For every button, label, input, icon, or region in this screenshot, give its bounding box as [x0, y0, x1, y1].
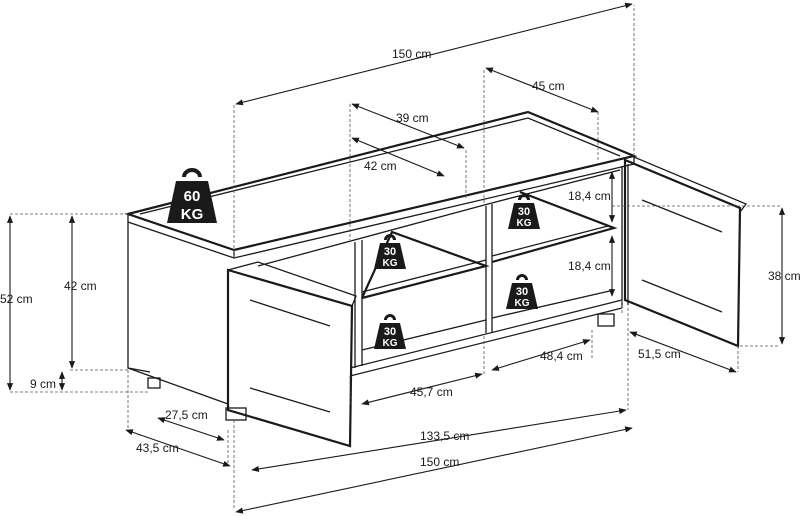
right-side-panel: [621, 164, 629, 308]
weight-value: 30: [516, 286, 528, 298]
label-side-depth: 43,5 cm: [136, 441, 179, 455]
weight-icon-30kg-shelf-left: 30 KG: [374, 234, 406, 269]
label-foot-offset: 27,5 cm: [165, 408, 208, 422]
weight-icon-30kg-bottom-right: 30 KG: [506, 274, 538, 309]
weight-icon-60kg: 60 KG: [167, 168, 217, 223]
weight-value: 30: [384, 246, 396, 258]
weight-unit: KG: [383, 258, 398, 269]
weight-unit: KG: [515, 298, 530, 309]
dimension-labels: 150 cm 45 cm 39 cm 42 cm 18,4 cm 18,4 cm…: [0, 47, 800, 469]
foot: [597, 313, 615, 327]
foot: [225, 407, 247, 421]
label-inner-width: 133,5 cm: [420, 429, 469, 443]
label-door-width: 51,5 cm: [638, 347, 681, 361]
label-compartment-depth: 42 cm: [364, 159, 397, 173]
divider-left: [354, 240, 363, 368]
bottom-front: [349, 299, 623, 377]
extension-lines: [10, 5, 780, 510]
label-right-compartment-width: 48,4 cm: [540, 349, 583, 363]
weight-value: 30: [518, 206, 530, 218]
shelf-right: [491, 190, 618, 264]
label-bottom-width: 150 cm: [420, 455, 459, 469]
label-compartment-width-top: 39 cm: [396, 111, 429, 125]
left-side-panel: [127, 222, 229, 405]
label-total-height: 52 cm: [0, 292, 33, 306]
weight-icon-30kg-bottom-left: 30 KG: [374, 314, 406, 349]
weight-icon-30kg-shelf-right: 30 KG: [508, 194, 540, 229]
weight-unit: KG: [383, 338, 398, 349]
weight-unit: KG: [181, 206, 204, 223]
label-foot-height: 9 cm: [30, 377, 56, 391]
label-body-height: 42 cm: [64, 279, 97, 293]
divider-right: [485, 204, 493, 333]
label-compartment-width-bottom: 45,7 cm: [410, 385, 453, 399]
weight-unit: KG: [517, 218, 532, 229]
right-door: [623, 156, 748, 348]
left-door: [226, 261, 357, 448]
label-door-height: 38 cm: [768, 269, 800, 283]
label-top-depth: 45 cm: [532, 79, 565, 93]
foot: [147, 377, 161, 389]
weight-value: 60: [184, 188, 201, 205]
weight-value: 30: [384, 326, 396, 338]
label-shelf-height-upper: 18,4 cm: [568, 189, 611, 203]
dimension-lines: [6, 2, 786, 514]
label-shelf-height-lower: 18,4 cm: [568, 259, 611, 273]
inner-back: [257, 169, 621, 267]
label-top-width: 150 cm: [392, 47, 431, 61]
